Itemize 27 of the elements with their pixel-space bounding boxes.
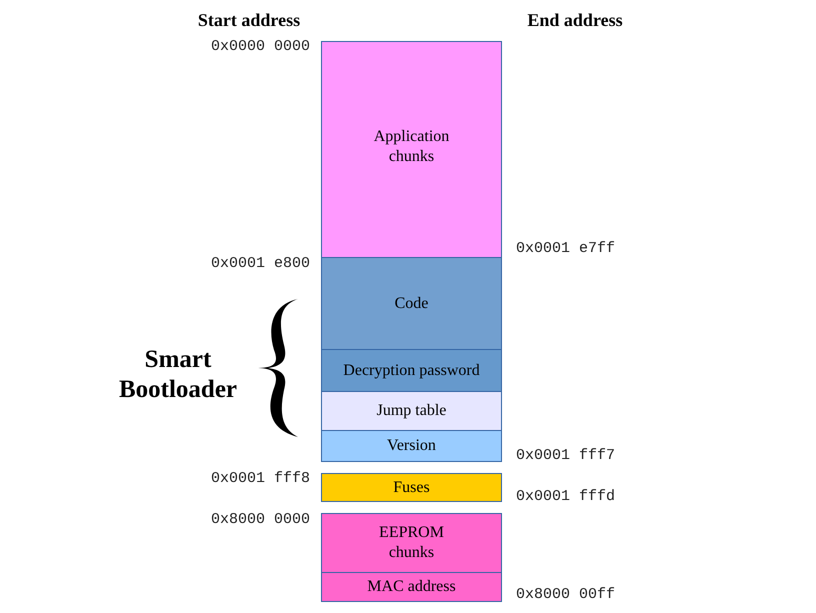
region-label: Decryption password — [343, 360, 480, 380]
memory-region — [321, 572, 502, 602]
address-label: 0x0001 e7ff — [516, 240, 616, 257]
memory-region — [321, 391, 502, 431]
region-label: Version — [387, 436, 436, 456]
column-heading: Start address — [198, 10, 300, 31]
address-label: 0x0001 fffd — [516, 488, 616, 505]
memory-region — [321, 41, 502, 258]
memory-region — [321, 473, 502, 502]
address-label: 0x8000 00ff — [516, 586, 616, 603]
address-label: 0x0001 fff7 — [516, 447, 616, 464]
memory-region — [321, 513, 502, 573]
memory-region — [321, 430, 502, 462]
address-label: 0x8000 0000 — [210, 511, 310, 528]
region-label: Code — [394, 294, 428, 314]
column-heading: End address — [527, 10, 623, 31]
region-label: EEPROM chunks — [378, 523, 445, 563]
region-label: Application chunks — [372, 127, 450, 167]
group-label: Smart Bootloader — [118, 345, 238, 405]
memory-region — [321, 257, 502, 350]
region-label: Jump table — [376, 401, 446, 421]
address-label: 0x0001 e800 — [210, 255, 310, 272]
region-label: Fuses — [393, 478, 430, 498]
region-label: MAC address — [367, 577, 456, 597]
address-label: 0x0000 0000 — [210, 38, 310, 55]
address-label: 0x0001 fff8 — [210, 470, 310, 487]
memory-region — [321, 349, 502, 392]
